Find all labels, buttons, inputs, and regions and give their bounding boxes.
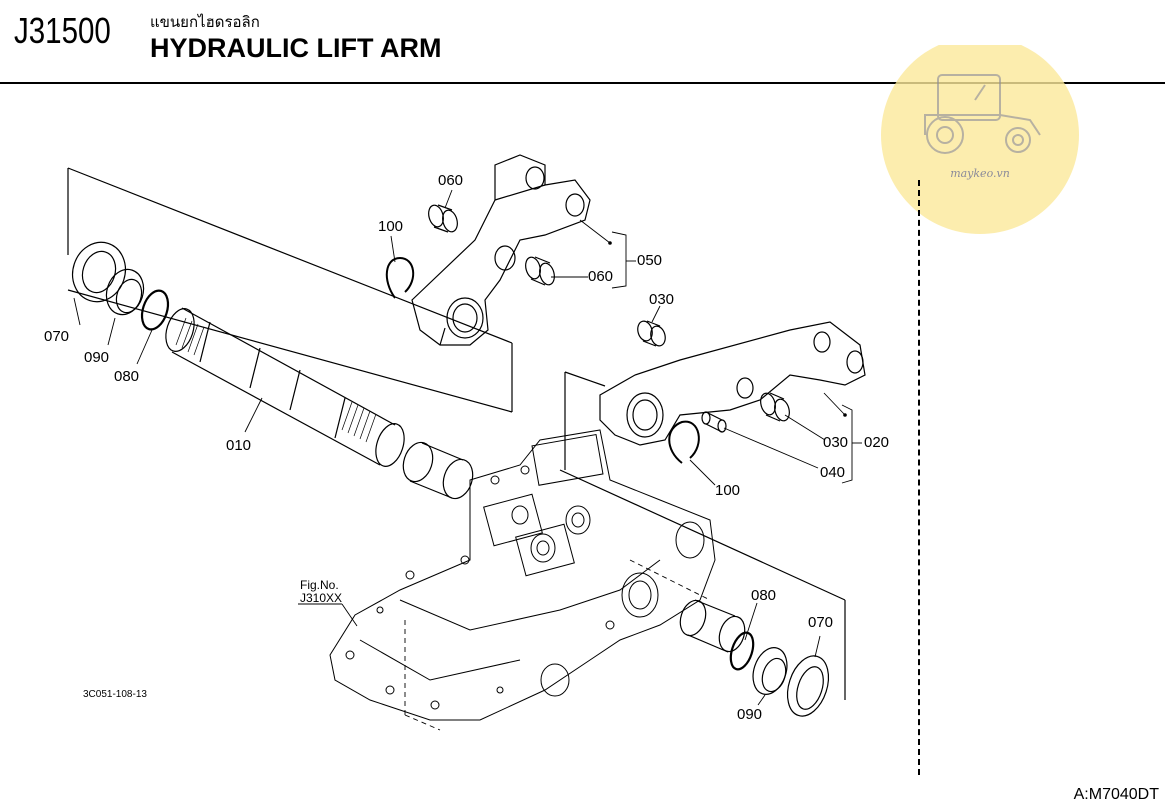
callout-060-lower: 060 bbox=[588, 268, 614, 285]
callout-030-upper: 030 bbox=[649, 291, 675, 308]
bushing-center bbox=[402, 441, 474, 500]
title-thai: แขนยกไฮดรอลิก bbox=[150, 13, 260, 31]
callout-060-upper: 060 bbox=[438, 172, 464, 189]
callout-070-right: 070 bbox=[808, 614, 834, 631]
figure-reference-number: J310XX bbox=[300, 591, 343, 605]
bushing-060-upper bbox=[428, 204, 458, 233]
callout-070-left: 070 bbox=[44, 328, 70, 345]
title-english: HYDRAULIC LIFT ARM bbox=[150, 33, 442, 63]
lift-arm-050 bbox=[411, 154, 591, 346]
figure-reference-label: Fig.No. bbox=[300, 578, 339, 592]
watermark-text: maykeo.vn bbox=[950, 167, 1010, 180]
lift-arm-020 bbox=[599, 321, 866, 446]
washer-070-right bbox=[786, 655, 830, 717]
oring-080-left bbox=[140, 289, 170, 331]
callout-090-right: 090 bbox=[737, 706, 763, 723]
bushing-060-lower bbox=[525, 256, 555, 286]
callout-010: 010 bbox=[226, 437, 252, 454]
shaft-010 bbox=[165, 307, 405, 467]
callout-080-left: 080 bbox=[114, 368, 140, 385]
hydraulic-housing bbox=[329, 429, 716, 721]
callout-100-lower: 100 bbox=[715, 482, 741, 499]
model-code: A:M7040DT bbox=[1073, 786, 1159, 803]
seal-090-left bbox=[105, 268, 145, 316]
bushing-right bbox=[679, 599, 746, 653]
callout-050: 050 bbox=[637, 252, 663, 269]
snap-ring-100-lower bbox=[668, 420, 700, 464]
header-rule bbox=[0, 82, 1165, 84]
callout-040: 040 bbox=[820, 464, 846, 481]
tractor-watermark-logo: maykeo.vn bbox=[881, 45, 1079, 234]
bushing-030-upper bbox=[637, 320, 666, 347]
bushing-030-lower bbox=[760, 392, 790, 422]
figure-reference: Fig.No. J310XX bbox=[300, 579, 342, 605]
callout-030-lower: 030 bbox=[823, 434, 849, 451]
callout-100-upper: 100 bbox=[378, 218, 404, 235]
snap-ring-100-upper bbox=[385, 256, 415, 299]
seal-090-right bbox=[752, 647, 788, 695]
section-code: J31500 bbox=[14, 10, 111, 51]
dashed-divider bbox=[918, 180, 920, 775]
drawing-number: 3C051-108-13 bbox=[83, 689, 147, 700]
pin-040 bbox=[701, 411, 727, 433]
callout-090-left: 090 bbox=[84, 349, 110, 366]
guide-line-top bbox=[67, 167, 513, 344]
oring-080-right bbox=[729, 631, 755, 671]
callout-020: 020 bbox=[864, 434, 890, 451]
washer-070-left bbox=[71, 241, 127, 303]
callout-080-right: 080 bbox=[751, 587, 777, 604]
